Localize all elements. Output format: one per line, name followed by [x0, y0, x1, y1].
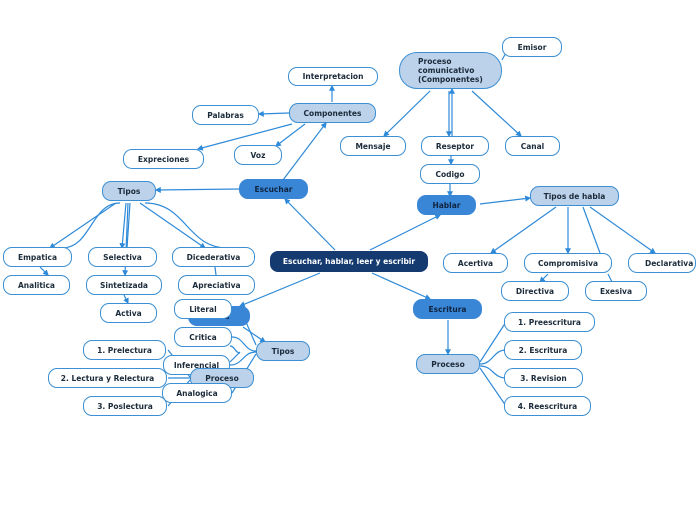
connector-2 [238, 272, 321, 307]
emisor-node[interactable]: Emisor [502, 37, 562, 57]
mensaje-node[interactable]: Mensaje [340, 136, 406, 156]
revision-node[interactable]: 3. Revision [504, 368, 583, 388]
canal-node[interactable]: Canal [505, 136, 560, 156]
escuchar-node[interactable]: Escuchar [239, 179, 308, 199]
preescritura-node[interactable]: 1. Preescritura [504, 312, 595, 332]
connector-46 [479, 367, 507, 407]
root-node[interactable]: Escuchar, hablar, leer y escribir [270, 251, 428, 272]
tipos-leer-node[interactable]: Tipos [256, 341, 310, 361]
palabras-node[interactable]: Palabras [192, 105, 259, 125]
connector-19 [214, 266, 217, 276]
connector-36 [490, 206, 557, 254]
connector-14 [126, 202, 131, 249]
connector-39 [589, 206, 656, 254]
codigo-node[interactable]: Codigo [420, 164, 480, 184]
connector-4 [282, 122, 327, 181]
empatica-node[interactable]: Empatica [3, 247, 72, 267]
connector-17 [39, 266, 49, 276]
critica-node[interactable]: Critica [174, 327, 232, 347]
apreciativa-node[interactable]: Apreciativa [178, 275, 255, 295]
connector-40 [539, 273, 549, 283]
dicederativa-node[interactable]: Dicederativa [172, 247, 255, 267]
connector-15 [139, 202, 206, 249]
connector-10 [49, 202, 117, 249]
connector-6 [257, 110, 290, 117]
connector-44 [479, 349, 507, 365]
connector-22 [231, 336, 257, 352]
connector-12 [119, 202, 127, 250]
connector-38 [582, 206, 601, 254]
interpretacion-node[interactable]: Interpretacion [288, 67, 378, 86]
connector-23 [229, 351, 257, 366]
prelectura-node[interactable]: 1. Prelectura [83, 340, 166, 360]
tipos-escuchar-node[interactable]: Tipos [102, 181, 156, 201]
escritura-paso-node[interactable]: 2. Escritura [504, 340, 582, 360]
connector-47 [229, 345, 241, 354]
directiva-node[interactable]: Directiva [501, 281, 569, 301]
tipos-habla-node[interactable]: Tipos de habla [530, 186, 619, 206]
connector-28 [383, 90, 431, 137]
connector-8 [275, 123, 306, 147]
connector-16 [144, 202, 229, 249]
connector-41 [607, 273, 613, 283]
connector-18 [123, 294, 129, 305]
lectura-relectura-node[interactable]: 2. Lectura y Relectura [48, 368, 167, 388]
activa-node[interactable]: Activa [100, 303, 157, 323]
connector-11 [61, 202, 121, 249]
escritura-node[interactable]: Escritura [413, 299, 482, 319]
analitica-node[interactable]: Analitica [3, 275, 70, 295]
connector-20 [242, 326, 266, 343]
connector-7 [196, 123, 293, 151]
proceso-escritura-node[interactable]: Proceso [416, 354, 480, 374]
connector-0 [284, 198, 336, 251]
literal-node[interactable]: Literal [174, 299, 232, 319]
componentes-node[interactable]: Componentes [289, 103, 376, 123]
expreciones-node[interactable]: Expreciones [123, 149, 204, 169]
connector-48 [229, 351, 241, 363]
proceso-comunicativo-node[interactable]: Proceso comunicativo (Componentes) [399, 52, 502, 89]
selectiva-node[interactable]: Selectiva [88, 247, 157, 267]
connector-9 [154, 186, 241, 193]
connector-43 [479, 321, 507, 363]
sintetizada-node[interactable]: Sintetizada [86, 275, 162, 295]
compromisiva-node[interactable]: Compromisiva [524, 253, 612, 273]
connector-1 [369, 214, 442, 251]
acertiva-node[interactable]: Acertiva [443, 253, 508, 273]
connector-31 [471, 90, 522, 137]
reseptor-node[interactable]: Reseptor [421, 136, 489, 156]
analogica-node[interactable]: Analogica [162, 383, 232, 403]
hablar-node[interactable]: Hablar [417, 195, 476, 215]
exesiva-node[interactable]: Exesiva [585, 281, 647, 301]
poslectura-node[interactable]: 3. Poslectura [83, 396, 167, 416]
declarativa-node[interactable]: Declarativa [628, 253, 696, 273]
connector-3 [371, 272, 432, 300]
connector-45 [479, 365, 507, 379]
connector-35 [479, 195, 532, 205]
voz-node[interactable]: Voz [234, 145, 282, 165]
reescritura-node[interactable]: 4. Reescritura [504, 396, 591, 416]
